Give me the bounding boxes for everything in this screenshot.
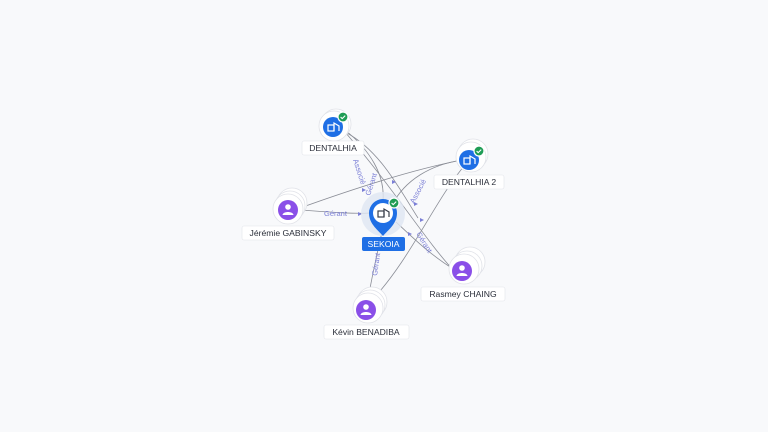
edge-arrows — [358, 180, 424, 236]
person-circle — [278, 200, 298, 220]
edge-dentalhia-dentalhia2 — [344, 131, 419, 219]
center-label-box — [362, 237, 405, 251]
building-icon — [377, 207, 390, 218]
edge-label-gerant-benadiba: Gérant — [370, 251, 382, 276]
node-label-box — [241, 225, 335, 241]
person-icon — [282, 204, 294, 215]
check-mark — [391, 201, 397, 206]
node-dentalhia[interactable]: DENTALHIA — [301, 108, 365, 156]
node-center-sekoia[interactable]: SEKOIA — [361, 192, 405, 251]
arrow-marker — [358, 212, 362, 216]
arrow-marker — [362, 188, 366, 192]
node-label-box — [433, 174, 505, 190]
node-label: Rasmey CHAING — [429, 289, 497, 299]
person-icon — [456, 265, 468, 276]
node-label: Kévin BENADIBA — [332, 327, 400, 337]
verified-check-icon — [388, 197, 400, 209]
arrow-marker — [408, 232, 412, 236]
person-circle — [356, 300, 376, 320]
arrow-marker — [392, 180, 396, 184]
check-mark — [340, 115, 346, 120]
company-circle — [459, 150, 479, 170]
node-label-box — [301, 140, 365, 156]
edge-gabinsky-dentalhia2 — [299, 159, 463, 209]
pin-inner-circle — [373, 203, 393, 223]
company-circle — [323, 117, 343, 137]
node-dentalhia-2[interactable]: DENTALHIA 2 — [433, 138, 505, 190]
person-circle — [452, 261, 472, 281]
node-label-box — [323, 324, 410, 340]
center-label: SEKOIA — [368, 239, 400, 249]
check-mark — [476, 149, 482, 154]
node-label: DENTALHIA 2 — [442, 177, 497, 187]
person-icon — [360, 304, 372, 315]
node-kevin-benadiba[interactable]: Kévin BENADIBA — [323, 286, 410, 340]
building-icon — [463, 154, 476, 165]
node-label: DENTALHIA — [309, 143, 357, 153]
arrow-marker — [414, 202, 418, 206]
edge-label-gerant-gabinsky: Gérant — [324, 209, 348, 218]
edge-label-gerant-chaing: Gérant — [414, 230, 434, 255]
node-jeremie-gabinsky[interactable]: Jérémie GABINSKY — [241, 187, 335, 241]
node-label-box — [420, 286, 506, 302]
edge-label-associe-dentalhia: Associé — [351, 158, 368, 186]
node-rasmey-chaing[interactable]: Rasmey CHAING — [420, 246, 506, 302]
node-label: Jérémie GABINSKY — [250, 228, 327, 238]
verified-check-icon — [337, 111, 349, 123]
arrow-marker — [420, 218, 424, 222]
building-icon — [327, 121, 340, 132]
verified-check-icon — [473, 145, 485, 157]
